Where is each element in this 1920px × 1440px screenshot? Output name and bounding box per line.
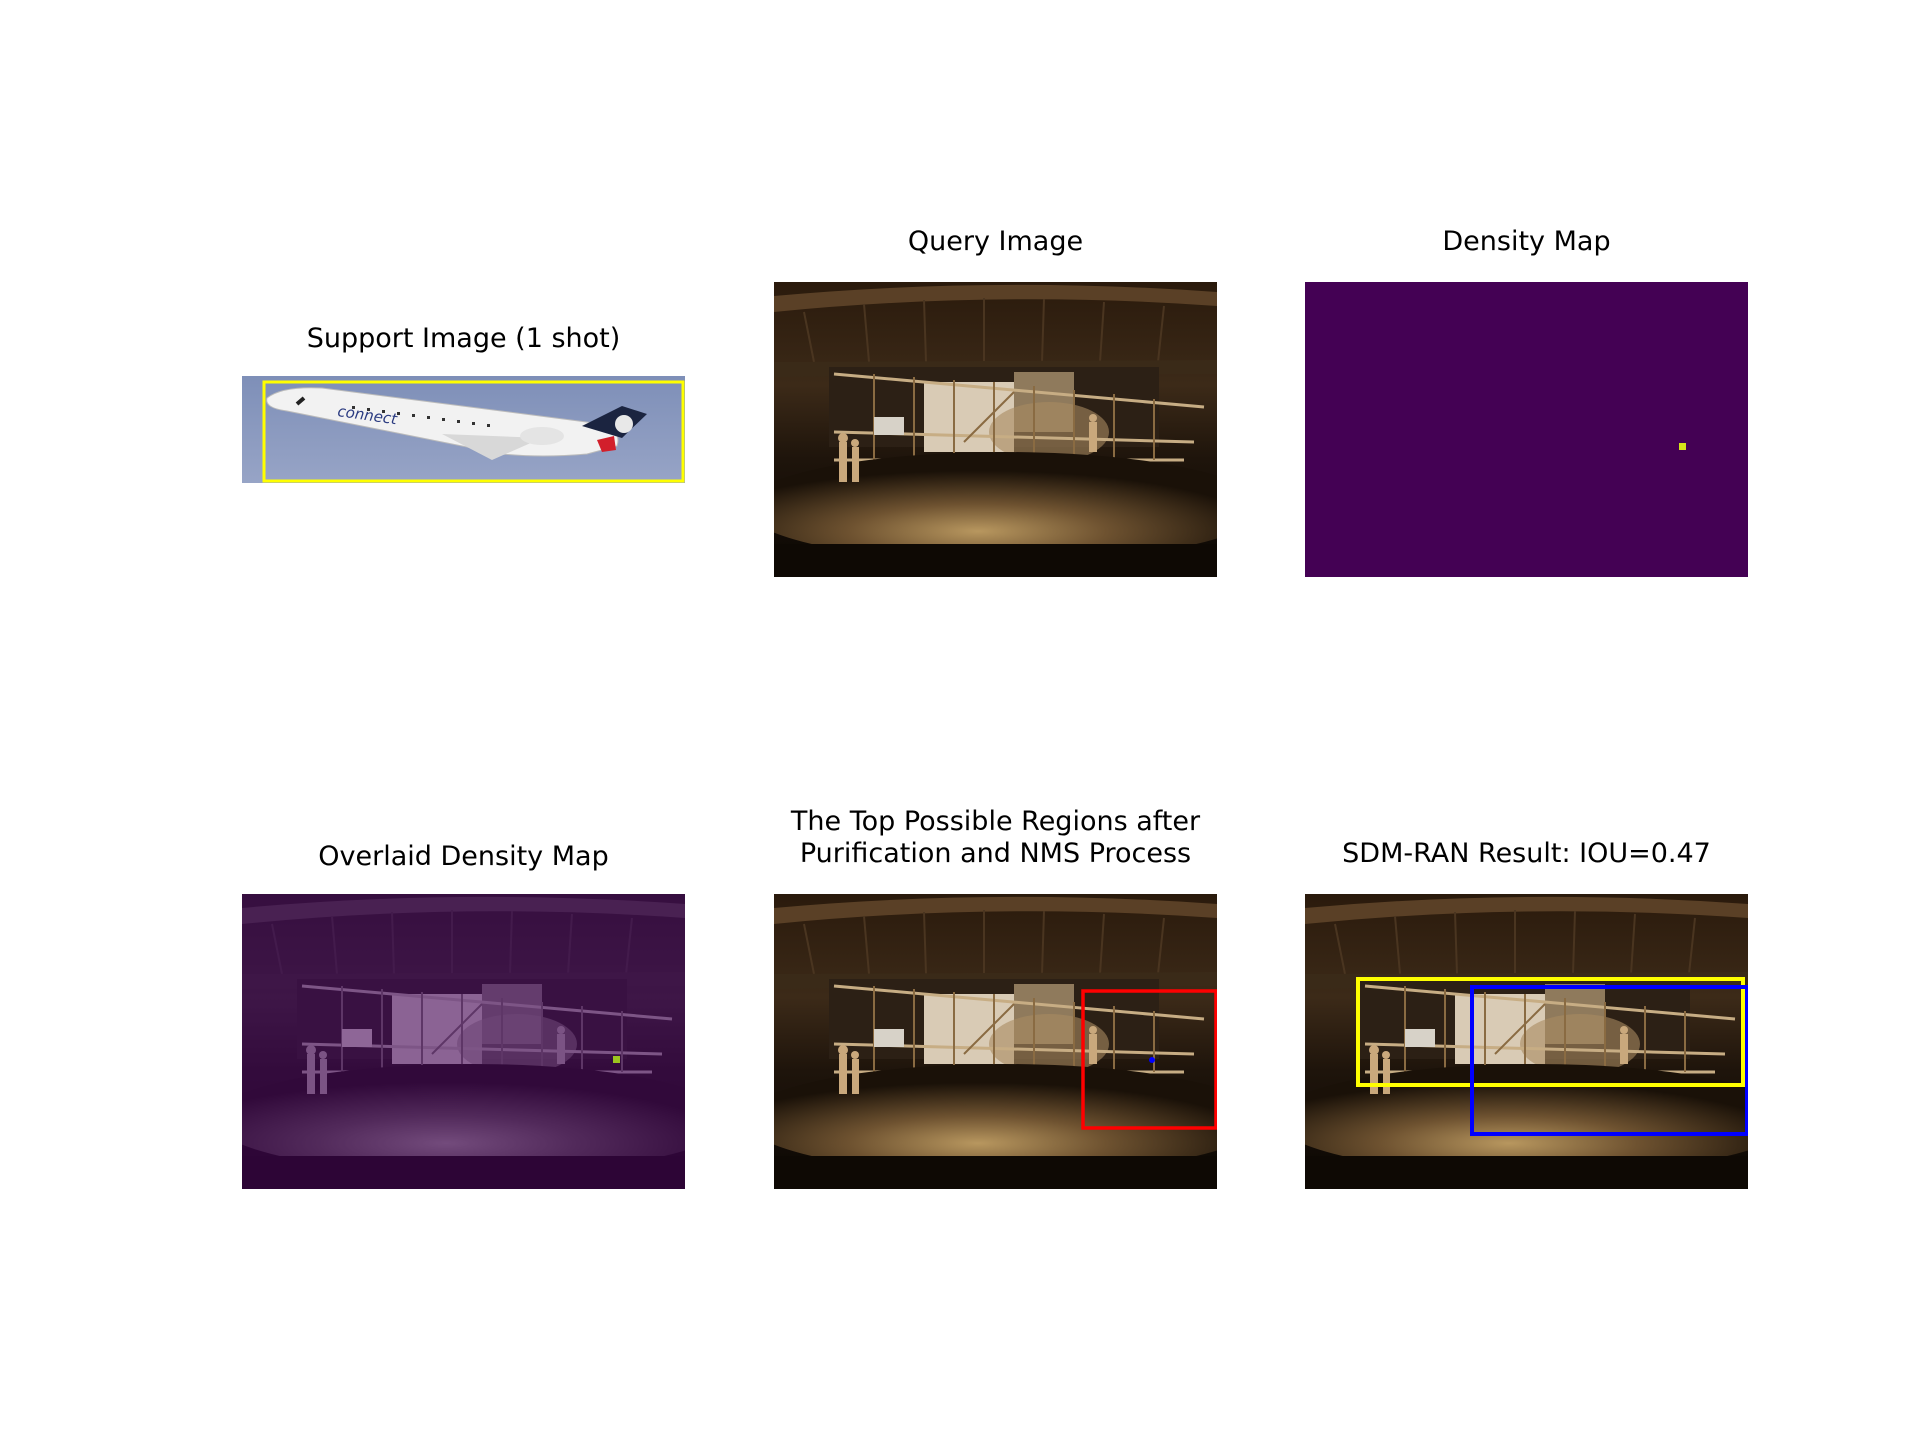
regions-title-line2: Purification and NMS Process (799, 838, 1192, 869)
regions-image (774, 894, 1217, 1189)
density-map-title: Density Map (1442, 226, 1611, 257)
overlaid-density-title: Overlaid Density Map (318, 841, 609, 872)
query-image (774, 282, 1217, 577)
ground-truth-box (1356, 977, 1745, 1087)
regions-title-line1: The Top Possible Regions after (790, 806, 1201, 837)
overlaid-density-peak (613, 1056, 620, 1063)
density-map-image (1305, 282, 1748, 577)
top-region-box (1081, 989, 1217, 1130)
support-image-title: Support Image (1 shot) (306, 323, 621, 354)
query-image-title: Query Image (907, 226, 1084, 257)
overlaid-density-image (242, 894, 685, 1189)
region-center-point (1149, 1057, 1155, 1063)
predicted-box (1470, 985, 1748, 1136)
density-peak (1679, 443, 1686, 450)
support-bounding-box (262, 380, 685, 483)
support-image: connect (242, 376, 685, 483)
result-title: SDM-RAN Result: IOU=0.47 (1342, 838, 1711, 869)
result-image (1305, 894, 1748, 1189)
